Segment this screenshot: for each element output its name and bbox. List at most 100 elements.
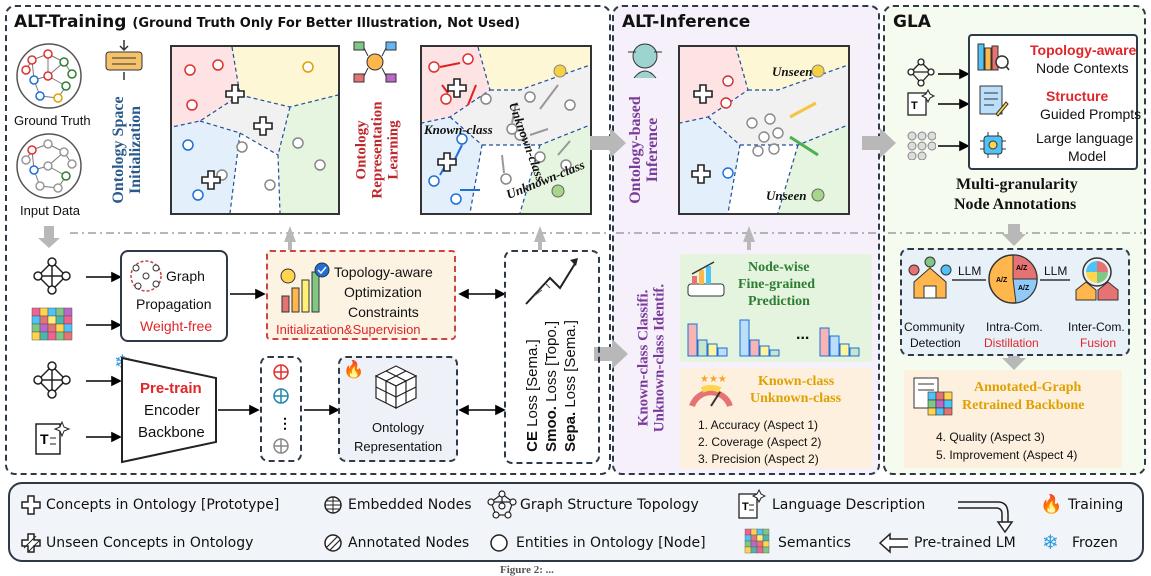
guided-prompt-icon	[979, 85, 1009, 117]
training-fire-icon: 🔥	[1040, 494, 1063, 514]
aspect-4: 4. Quality (Aspect 3)	[936, 430, 1045, 444]
encoder-trapezoid	[121, 356, 217, 464]
multi-granularity-label-1: Multi-granularity	[956, 176, 1078, 193]
node-wise-label-3: Prediction	[748, 294, 810, 309]
optimization-label: Optimization	[344, 284, 422, 300]
constraints-label: Constraints	[348, 304, 419, 320]
fire-icon: 🔥	[343, 360, 365, 379]
llm-label-2: Model	[1068, 148, 1107, 164]
topology-aware-context-label: Topology-aware	[1030, 42, 1137, 58]
guided-prompts-label: Guided Prompts	[1040, 106, 1142, 122]
gla-graph-icon	[907, 58, 935, 87]
legend-concepts: Concepts in Ontology [Prototype]	[46, 497, 280, 513]
known-class-label: Known-class	[424, 122, 493, 137]
language-description-icon-1: T	[35, 420, 71, 455]
weight-free-label: Weight-free	[140, 318, 213, 334]
link-line-2	[1040, 279, 1070, 281]
pretrain-label: Pre-train	[140, 380, 202, 397]
classification-identification-label: Known-class Classifi.Unknown-class Ident…	[635, 283, 667, 433]
svg-text:⋮: ⋮	[278, 415, 292, 431]
inference-head-icon	[628, 43, 662, 79]
ontology-repr-label-1: Ontology	[372, 420, 425, 435]
graph-propagation-box	[120, 250, 228, 342]
node-contexts-label: Node Contexts	[1036, 60, 1129, 76]
node-wise-label-1: Node-wise	[748, 260, 810, 275]
loss-terms: CE Loss [Sema.] Smoo. Loss [Topo.] Sepa.…	[523, 320, 579, 452]
unseen-label-top: Unseen	[772, 64, 813, 79]
unseen-label-bottom: Unseen	[766, 188, 807, 203]
prediction-icon	[687, 261, 725, 297]
multi-granularity-label-2: Node Annotations	[954, 196, 1077, 213]
legend-embedded: Embedded Nodes	[348, 497, 472, 513]
inference-ontology-map	[678, 45, 850, 215]
ontology-space-map-initial	[170, 45, 340, 215]
inter-community-fusion-icon	[1075, 257, 1119, 301]
distillation-label: Distillation	[984, 336, 1039, 350]
intra-com-label: Intra-Com.	[986, 320, 1043, 334]
prediction-bars	[687, 319, 860, 357]
pie-tag-1: A/Z	[1016, 265, 1028, 272]
unseen-concept-icon	[21, 533, 41, 553]
structure-label: Structure	[1046, 88, 1109, 104]
legend-unseen: Unseen Concepts in Ontology	[46, 535, 254, 551]
semantics-icon	[744, 528, 770, 554]
encoder-label: Encoder	[144, 402, 200, 419]
annotated-graph-label-1: Annotated-Graph	[974, 380, 1082, 395]
pie-tag-2: A/Z	[996, 277, 1008, 284]
node-context-icon	[977, 43, 1010, 71]
intra-community-pie-icon: A/Z A/Z A/Z	[988, 254, 1038, 304]
cube-representation-icon	[374, 365, 418, 409]
graph-structure-icon-1	[33, 257, 71, 295]
llm-icon	[980, 132, 1006, 158]
prototype-concept-icon	[21, 495, 41, 515]
fusion-label: Fusion	[1080, 336, 1117, 350]
frozen-snowflake-icon: ❄	[1042, 532, 1059, 554]
representation-learning-icon	[353, 41, 397, 83]
ontology-repr-label-2: Representation	[354, 439, 443, 454]
ground-truth-graph-icon	[16, 43, 82, 109]
legend-box	[8, 482, 1144, 562]
aspect-3: 3. Precision (Aspect 2)	[698, 452, 819, 466]
link-line-1	[952, 279, 986, 281]
annotated-node-icon	[324, 534, 342, 552]
entity-node-icon	[490, 534, 508, 552]
aspect-2: 2. Coverage (Aspect 2)	[698, 435, 822, 449]
legend-language: Language Description	[772, 497, 926, 513]
graph-propagation-label-1: Graph	[166, 268, 205, 284]
aspect-1: 1. Accuracy (Aspect 1)	[698, 418, 819, 432]
init-supervision-label: Initialization&Supervision	[276, 322, 421, 337]
gla-text-icon: T	[907, 88, 936, 116]
gla-title: GLA	[893, 12, 931, 32]
legend-pretrained: Pre-trained LM	[914, 535, 1016, 551]
gauge-icon: ★★★	[689, 374, 733, 408]
svg-text:T: T	[911, 100, 918, 112]
graph-propagation-label-2: Propagation	[136, 296, 212, 312]
optimization-chart-icon	[280, 262, 330, 313]
aspect-5: 5. Improvement (Aspect 4)	[936, 448, 1078, 462]
input-data-label: Input Data	[20, 203, 80, 218]
backbone-label: Backbone	[138, 424, 205, 441]
legend-topology: Graph Structure Topology	[520, 497, 699, 513]
annotated-graph-icon	[913, 377, 953, 416]
pie-tag-3: A/Z	[1018, 285, 1030, 292]
legend-frozen: Frozen	[1072, 535, 1118, 551]
graph-structure-icon-2	[33, 361, 71, 399]
gla-annotated-nodes-icon	[907, 131, 936, 160]
figure-caption: Figure 2: ...	[500, 564, 554, 576]
pretrained-lm-arrow-icon	[878, 532, 908, 554]
embedded-node-icon	[324, 496, 342, 514]
node-wise-label-2: Fine-grained	[738, 277, 815, 292]
initialization-icon	[105, 40, 143, 80]
unknown-class-title: Unknown-class	[750, 391, 842, 406]
llm-label-1: Large language	[1036, 130, 1134, 146]
ontology-space-map-learned	[420, 45, 592, 215]
llm-tag-1: LLM	[958, 264, 982, 278]
legend-annotated: Annotated Nodes	[348, 535, 470, 551]
propagation-icon	[130, 260, 162, 292]
community-label-1: Community	[904, 320, 965, 334]
embedded-node-icons: ⋮	[273, 364, 292, 454]
annotated-graph-box	[904, 370, 1122, 468]
llm-tag-2: LLM	[1044, 264, 1068, 278]
legend-semantics: Semantics	[778, 535, 851, 551]
